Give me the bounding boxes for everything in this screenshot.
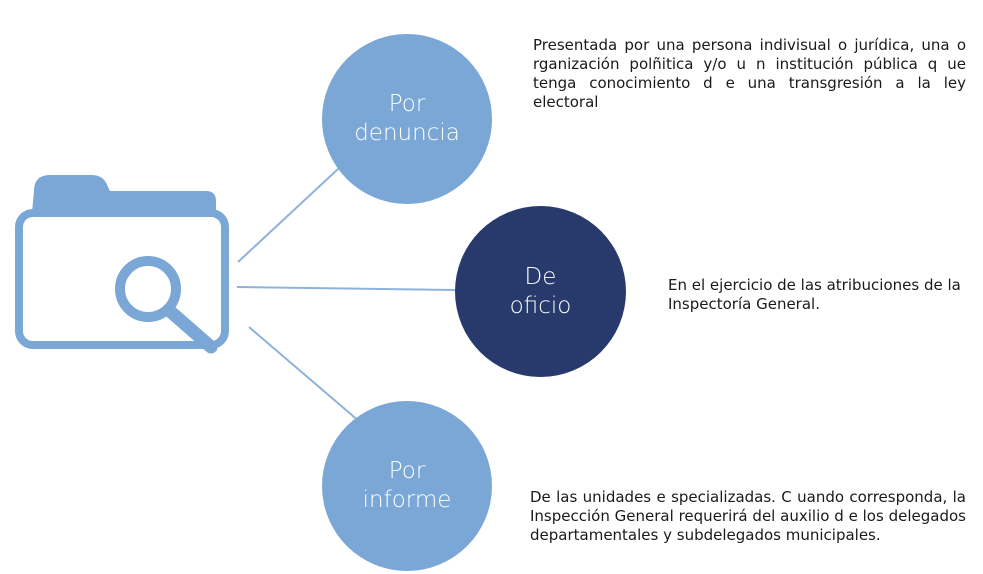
description-de-oficio: En el ejercicio de las atribuciones de l… — [668, 276, 961, 313]
connector-line-oficio — [236, 286, 456, 291]
folder-search-icon — [15, 175, 229, 354]
node-por-denuncia-label-line2: denuncia — [354, 120, 460, 146]
node-por-informe-label-line2: informe — [362, 487, 452, 513]
node-por-denuncia: Por denuncia — [322, 34, 492, 204]
node-de-oficio-label-line2: oficio — [509, 292, 572, 319]
node-por-informe: Por informe — [322, 401, 492, 571]
node-de-oficio: De oficio — [455, 206, 626, 377]
connector-line-informe — [248, 326, 361, 423]
description-por-denuncia: Presentada por una persona indivisual o … — [533, 36, 966, 111]
node-de-oficio-label-line1: De — [524, 263, 557, 290]
connector-line-denuncia — [237, 155, 353, 263]
node-por-informe-label-line1: Por — [388, 458, 426, 485]
description-por-informe: De las unidades e specializadas. C uando… — [530, 488, 966, 544]
node-por-denuncia-label-line1: Por — [388, 91, 426, 118]
